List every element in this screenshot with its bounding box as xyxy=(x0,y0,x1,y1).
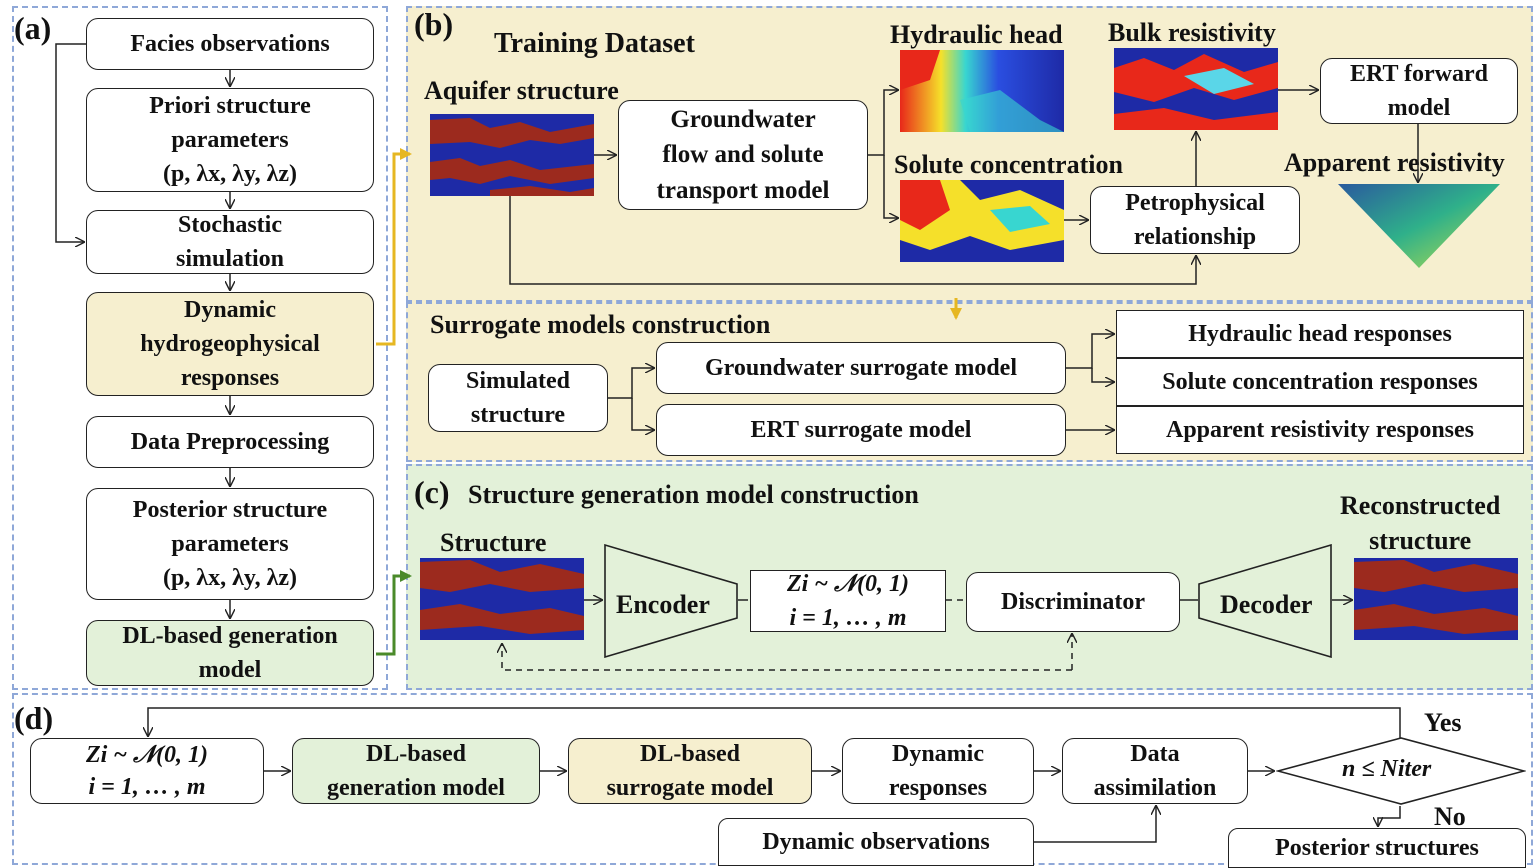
dynamic-responses-box: Dynamic hydrogeophysical responses xyxy=(86,292,374,396)
latent-input-distribution: Zi ~ 𝒩(0, 1) xyxy=(86,741,208,768)
posterior-structures-box: Posterior structures xyxy=(1228,828,1526,868)
aquifer-structure-label: Aquifer structure xyxy=(424,76,619,105)
dl-generation-model-box: DL-based generation model xyxy=(86,620,374,686)
iteration-decision-diamond xyxy=(1276,736,1526,806)
ert-forward-model-box: ERT forward model xyxy=(1320,58,1518,124)
latent-space-box: Zi ~ 𝒩(0, 1) i = 1, … , m xyxy=(750,570,946,632)
apparent-resistivity-responses-box: Apparent resistivity responses xyxy=(1116,406,1524,454)
solute-concentration-label: Solute concentration xyxy=(894,150,1123,179)
latent-input-box: Zi ~ 𝒩(0, 1) i = 1, … , m xyxy=(30,738,264,804)
solute-concentration-responses-box: Solute concentration responses xyxy=(1116,358,1524,406)
bulk-resistivity-image xyxy=(1114,48,1278,130)
panel-label-d: (d) xyxy=(14,700,54,736)
hydraulic-head-image xyxy=(900,50,1064,132)
hydraulic-head-label: Hydraulic head xyxy=(890,20,1063,49)
structure-generation-title: Structure generation model construction xyxy=(468,480,919,509)
facies-observations-box: Facies observations xyxy=(86,18,374,70)
panel-label-a: (a) xyxy=(14,10,52,46)
apparent-resistivity-image xyxy=(1338,184,1500,268)
dl-surrogate-box: DL-based surrogate model xyxy=(568,738,812,804)
groundwater-surrogate-box: Groundwater surrogate model xyxy=(656,342,1066,394)
yes-label: Yes xyxy=(1424,708,1462,737)
reconstructed-structure-image xyxy=(1354,558,1518,640)
panel-label-b: (b) xyxy=(414,6,454,42)
reconstructed-structure-label: Reconstructed structure xyxy=(1340,491,1501,556)
ert-surrogate-box: ERT surrogate model xyxy=(656,404,1066,456)
priori-parameters-box: Priori structure parameters (p, λx, λy, … xyxy=(86,88,374,192)
groundwater-model-box: Groundwater flow and solute transport mo… xyxy=(618,100,868,210)
structure-label: Structure xyxy=(440,528,547,557)
petrophysical-relationship-box: Petrophysical relationship xyxy=(1090,186,1300,254)
panel-a xyxy=(12,6,388,690)
discriminator-box: Discriminator xyxy=(966,572,1180,632)
apparent-resistivity-label: Apparent resistivity xyxy=(1284,148,1505,177)
training-dataset-title: Training Dataset xyxy=(494,28,695,59)
dynamic-observations-box: Dynamic observations xyxy=(718,818,1034,866)
latent-index: i = 1, … , m xyxy=(789,605,907,631)
bulk-resistivity-label: Bulk resistivity xyxy=(1108,18,1276,47)
surrogate-construction-title: Surrogate models construction xyxy=(430,310,771,339)
hydraulic-head-responses-box: Hydraulic head responses xyxy=(1116,310,1524,358)
data-assimilation-box: Data assimilation xyxy=(1062,738,1248,804)
data-preprocessing-box: Data Preprocessing xyxy=(86,416,374,468)
decoder-shape xyxy=(1198,544,1332,658)
solute-concentration-image xyxy=(900,180,1064,262)
encoder-shape xyxy=(604,544,738,658)
iteration-condition: n ≤ Niter xyxy=(1342,756,1432,782)
decoder-label: Decoder xyxy=(1220,590,1313,619)
structure-image xyxy=(420,558,584,640)
panel-label-c: (c) xyxy=(414,474,450,510)
latent-distribution: Zi ~ 𝒩(0, 1) xyxy=(787,570,909,597)
encoder-label: Encoder xyxy=(616,590,710,619)
no-label: No xyxy=(1434,802,1466,831)
simulated-structure-box: Simulated structure xyxy=(428,364,608,432)
aquifer-structure-image xyxy=(430,114,594,196)
latent-input-index: i = 1, … , m xyxy=(88,774,206,800)
stochastic-simulation-box: Stochastic simulation xyxy=(86,210,374,274)
dl-generation-box: DL-based generation model xyxy=(292,738,540,804)
posterior-parameters-box: Posterior structure parameters (p, λx, λ… xyxy=(86,488,374,600)
dynamic-responses-box-d: Dynamic responses xyxy=(842,738,1034,804)
